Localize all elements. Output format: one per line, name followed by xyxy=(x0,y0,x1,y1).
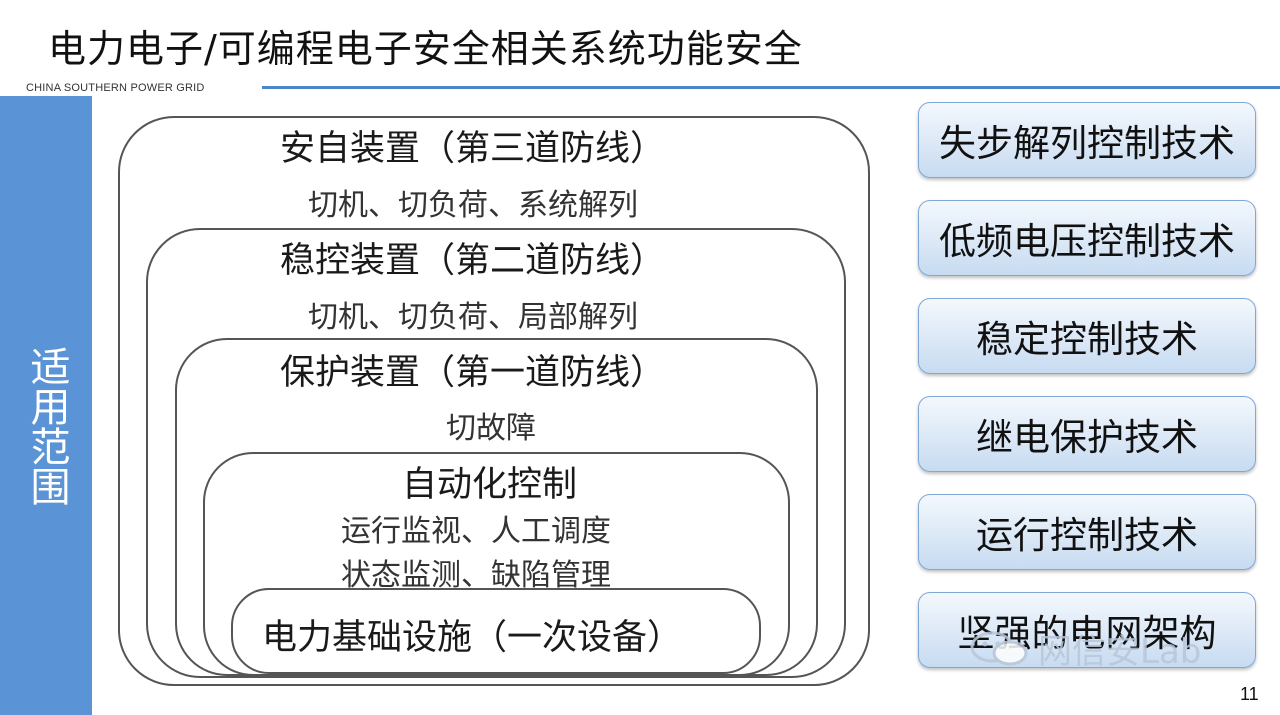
page-number: 11 xyxy=(1240,684,1259,704)
layer-heading: 自动化控制 xyxy=(402,465,578,505)
layer-description: 运行监视、人工调度 xyxy=(341,514,611,549)
layer-heading: 电力基础设施（一次设备） xyxy=(262,618,683,658)
sidebar-label: 适用范围 xyxy=(23,346,70,506)
header-divider xyxy=(262,86,1280,89)
slide-title: 电力电子/可编程电子安全相关系统功能安全 xyxy=(48,27,803,71)
company-subtitle: CHINA SOUTHERN POWER GRID xyxy=(26,82,205,94)
tech-operation-control[interactable]: 运行控制技术 xyxy=(918,494,1256,570)
tech-out-of-step-separation[interactable]: 失步解列控制技术 xyxy=(918,102,1256,178)
layer-description: 状态监测、缺陷管理 xyxy=(341,558,611,593)
watermark: 网信安Lab xyxy=(968,624,1201,673)
layer-heading: 安自装置（第三道防线） xyxy=(280,129,666,169)
tech-relay-protection[interactable]: 继电保护技术 xyxy=(918,396,1256,472)
layer-infrastructure xyxy=(231,588,761,674)
layer-heading: 保护装置（第一道防线） xyxy=(280,353,666,393)
wechat-icon xyxy=(970,631,1028,665)
layer-description: 切机、切负荷、局部解列 xyxy=(308,300,638,335)
tech-low-frequency-voltage[interactable]: 低频电压控制技术 xyxy=(918,200,1256,276)
layer-description: 切机、切负荷、系统解列 xyxy=(308,188,638,223)
tech-stability-control[interactable]: 稳定控制技术 xyxy=(918,298,1256,374)
watermark-text: 网信安Lab xyxy=(1038,632,1202,672)
scope-sidebar xyxy=(0,96,92,715)
layer-description: 切故障 xyxy=(446,411,536,446)
layer-heading: 稳控装置（第二道防线） xyxy=(280,241,666,281)
